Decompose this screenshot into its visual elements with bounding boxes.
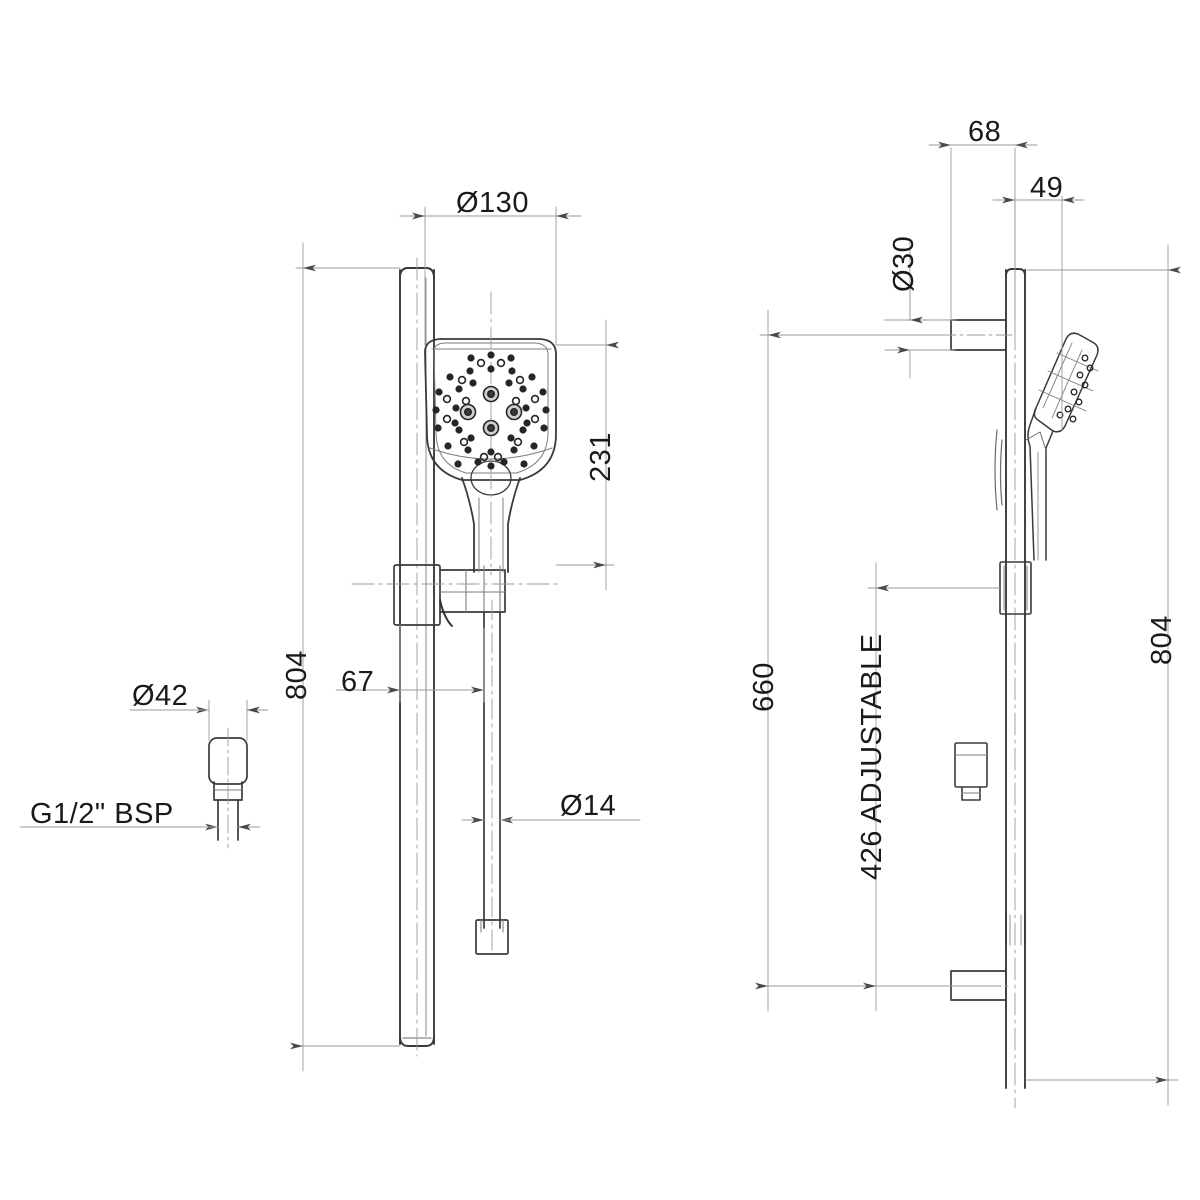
front-handshower-body: [424, 338, 557, 481]
dim-adjustable-426: [863, 562, 1001, 1012]
front-spray-face-nozzles: [432, 351, 550, 470]
dim-label-outlet-diameter: Ø42: [132, 680, 189, 712]
front-slider-handle: [439, 599, 453, 627]
dim-inlet-height-660: [755, 309, 949, 1012]
side-lower-clip: [1005, 914, 1026, 946]
dim-label-wall-projection: 68: [968, 116, 1002, 148]
side-bottom-wall-arm: [950, 970, 1007, 1001]
dim-label-head-diameter: Ø130: [456, 187, 529, 219]
side-handshower-nozzle-row: [1056, 354, 1094, 423]
dim-bracket-offset: [335, 624, 485, 703]
dim-label-adjustable-range: 426 ADJUSTABLE: [856, 633, 888, 880]
side-handshower-handle: [1025, 407, 1054, 561]
side-outlet-elbow: [954, 742, 988, 801]
side-view-rail: [1005, 268, 1026, 1089]
dim-label-hose-diameter: Ø14: [560, 790, 617, 822]
dim-label-inlet-height: 660: [748, 662, 780, 712]
side-slider-bracket: [999, 561, 1032, 615]
front-handshower-handle: [461, 460, 521, 573]
dim-label-outlet-thread: G1/2" BSP: [30, 798, 174, 830]
dim-label-overall-height-front: 804: [281, 650, 313, 700]
dim-head-height: [555, 319, 619, 591]
dim-arm-diameter-30: [884, 239, 956, 379]
dim-outlet-diameter: [129, 699, 269, 741]
dim-label-head-height: 231: [585, 432, 617, 482]
dim-label-arm-diameter: Ø30: [888, 235, 920, 292]
side-handshower-head: [1033, 332, 1099, 433]
dim-overall-height-front: [290, 242, 401, 1072]
front-spray-jets: [459, 385, 523, 437]
dim-wall-projection-68: [928, 141, 1038, 319]
dim-label-rail-projection: 49: [1030, 172, 1064, 204]
dim-label-bracket-offset: 67: [341, 666, 375, 698]
dim-label-overall-height-side: 804: [1146, 615, 1178, 665]
dim-head-diameter: [399, 206, 582, 346]
dim-overall-height-side: [1026, 244, 1181, 1106]
dim-rail-projection-49: [992, 195, 1085, 431]
side-rail-shadow-profile: [994, 429, 1003, 511]
front-slider-bracket: [393, 564, 506, 626]
